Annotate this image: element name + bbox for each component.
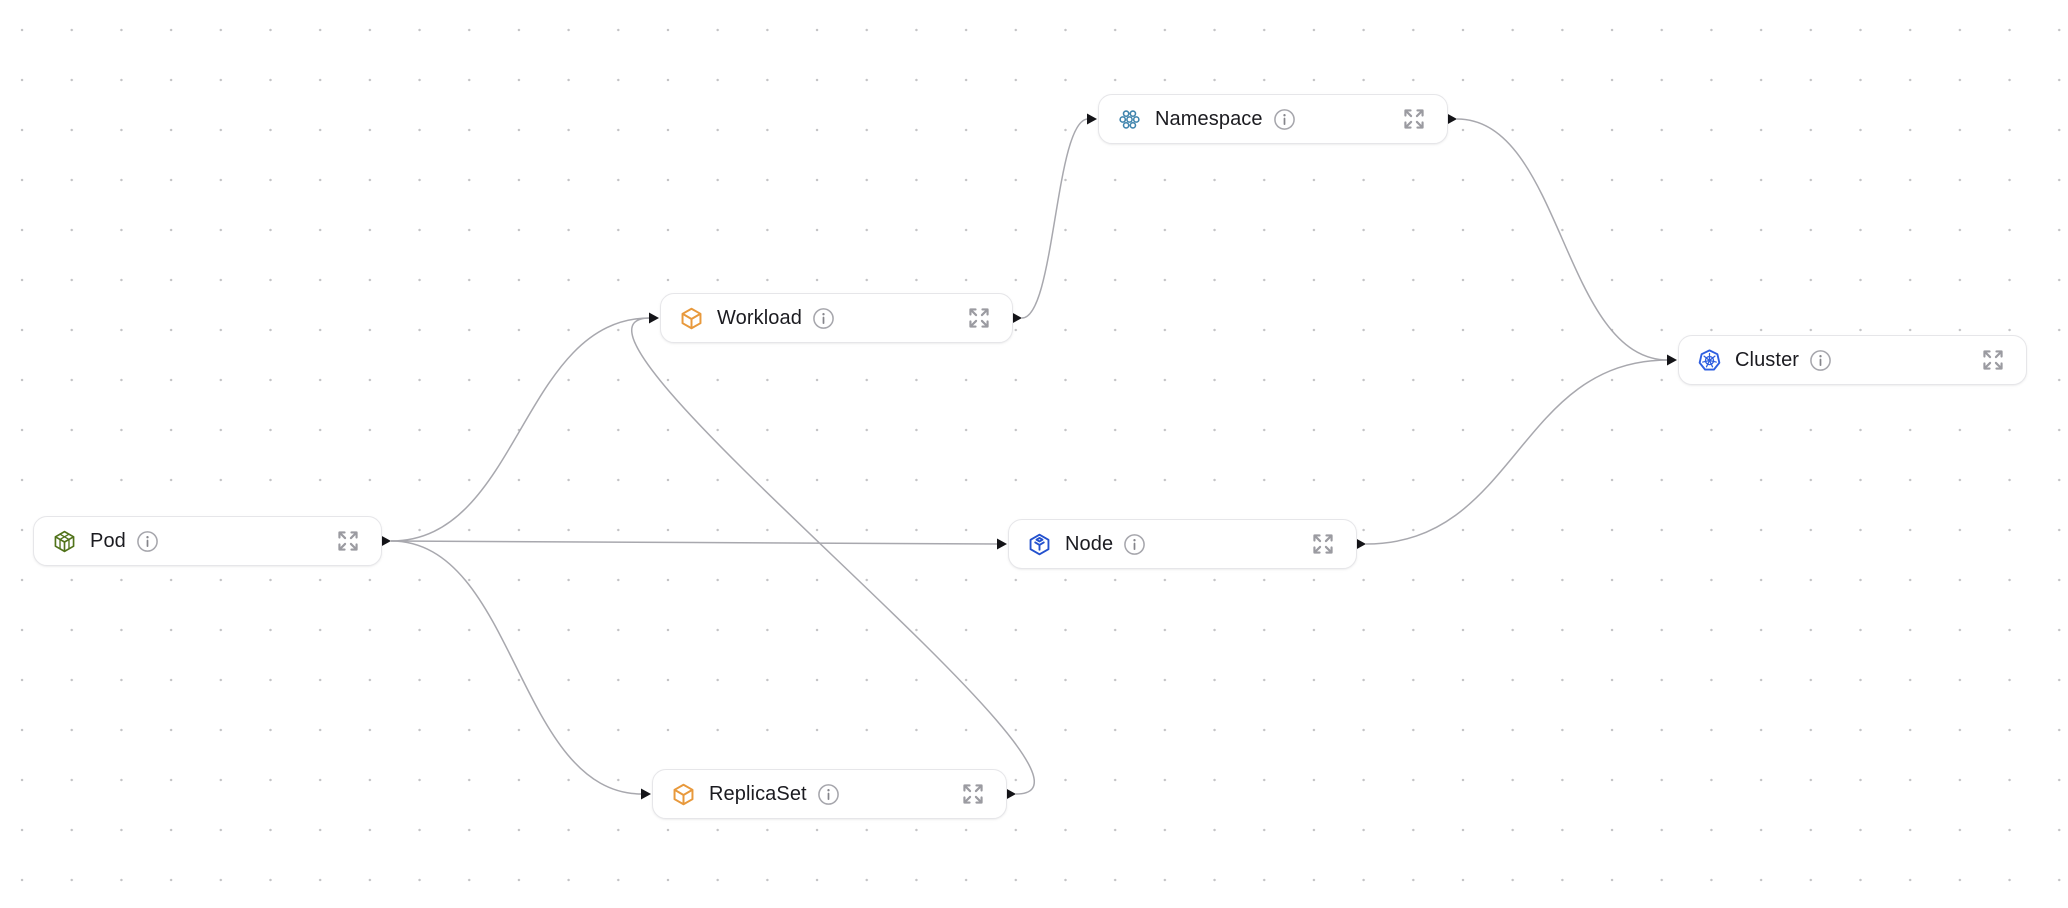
edge-pod-node[interactable] <box>390 540 999 545</box>
namespace-icon <box>1117 107 1142 132</box>
expand-icon[interactable] <box>1980 347 2006 373</box>
node-pod[interactable]: Pod <box>33 516 382 566</box>
expand-icon[interactable] <box>1401 106 1427 132</box>
pod-icon <box>52 529 77 554</box>
node-cluster[interactable]: Cluster <box>1678 335 2027 385</box>
kubernetes-icon <box>1697 348 1722 373</box>
expand-icon[interactable] <box>1310 531 1336 557</box>
info-icon[interactable] <box>136 530 159 553</box>
node-workload[interactable]: Workload <box>660 293 1013 343</box>
info-icon[interactable] <box>1809 349 1832 372</box>
expand-icon[interactable] <box>960 781 986 807</box>
info-icon[interactable] <box>812 307 835 330</box>
edge-arrowhead-node <box>997 538 1007 550</box>
node-label-pod: Pod <box>90 530 126 552</box>
source-handle-workload[interactable] <box>1012 312 1022 324</box>
edge-node-cluster[interactable] <box>1365 359 1669 545</box>
source-handle-node[interactable] <box>1356 538 1366 550</box>
box-icon <box>679 306 704 331</box>
node-label-namespace: Namespace <box>1155 108 1263 130</box>
edge-pod-replicaset[interactable] <box>390 540 643 795</box>
info-icon[interactable] <box>1273 108 1296 131</box>
node-label-node: Node <box>1065 533 1114 555</box>
source-handle-namespace[interactable] <box>1447 113 1457 125</box>
edge-replicaset-workload[interactable] <box>631 317 1035 795</box>
edge-arrowhead-namespace <box>1087 113 1097 125</box>
expand-icon[interactable] <box>335 528 361 554</box>
edge-workload-namespace[interactable] <box>1021 118 1089 319</box>
node-replicaset[interactable]: ReplicaSet <box>652 769 1007 819</box>
edge-arrowhead-cluster <box>1667 354 1677 366</box>
info-icon[interactable] <box>817 783 840 806</box>
node-node[interactable]: Node <box>1008 519 1357 569</box>
node-label-cluster: Cluster <box>1735 349 1800 371</box>
source-handle-replicaset[interactable] <box>1006 788 1016 800</box>
node-label-replicaset: ReplicaSet <box>709 783 807 805</box>
edge-arrowhead-workload <box>649 312 659 324</box>
edge-pod-workload[interactable] <box>390 317 651 542</box>
node-namespace[interactable]: Namespace <box>1098 94 1448 144</box>
edge-arrowhead-replicaset <box>641 788 651 800</box>
node-icon <box>1027 532 1052 557</box>
edge-namespace-cluster[interactable] <box>1456 118 1669 361</box>
source-handle-pod[interactable] <box>381 535 391 547</box>
expand-icon[interactable] <box>966 305 992 331</box>
info-icon[interactable] <box>1123 533 1146 556</box>
node-label-workload: Workload <box>717 307 802 329</box>
box-icon <box>671 782 696 807</box>
